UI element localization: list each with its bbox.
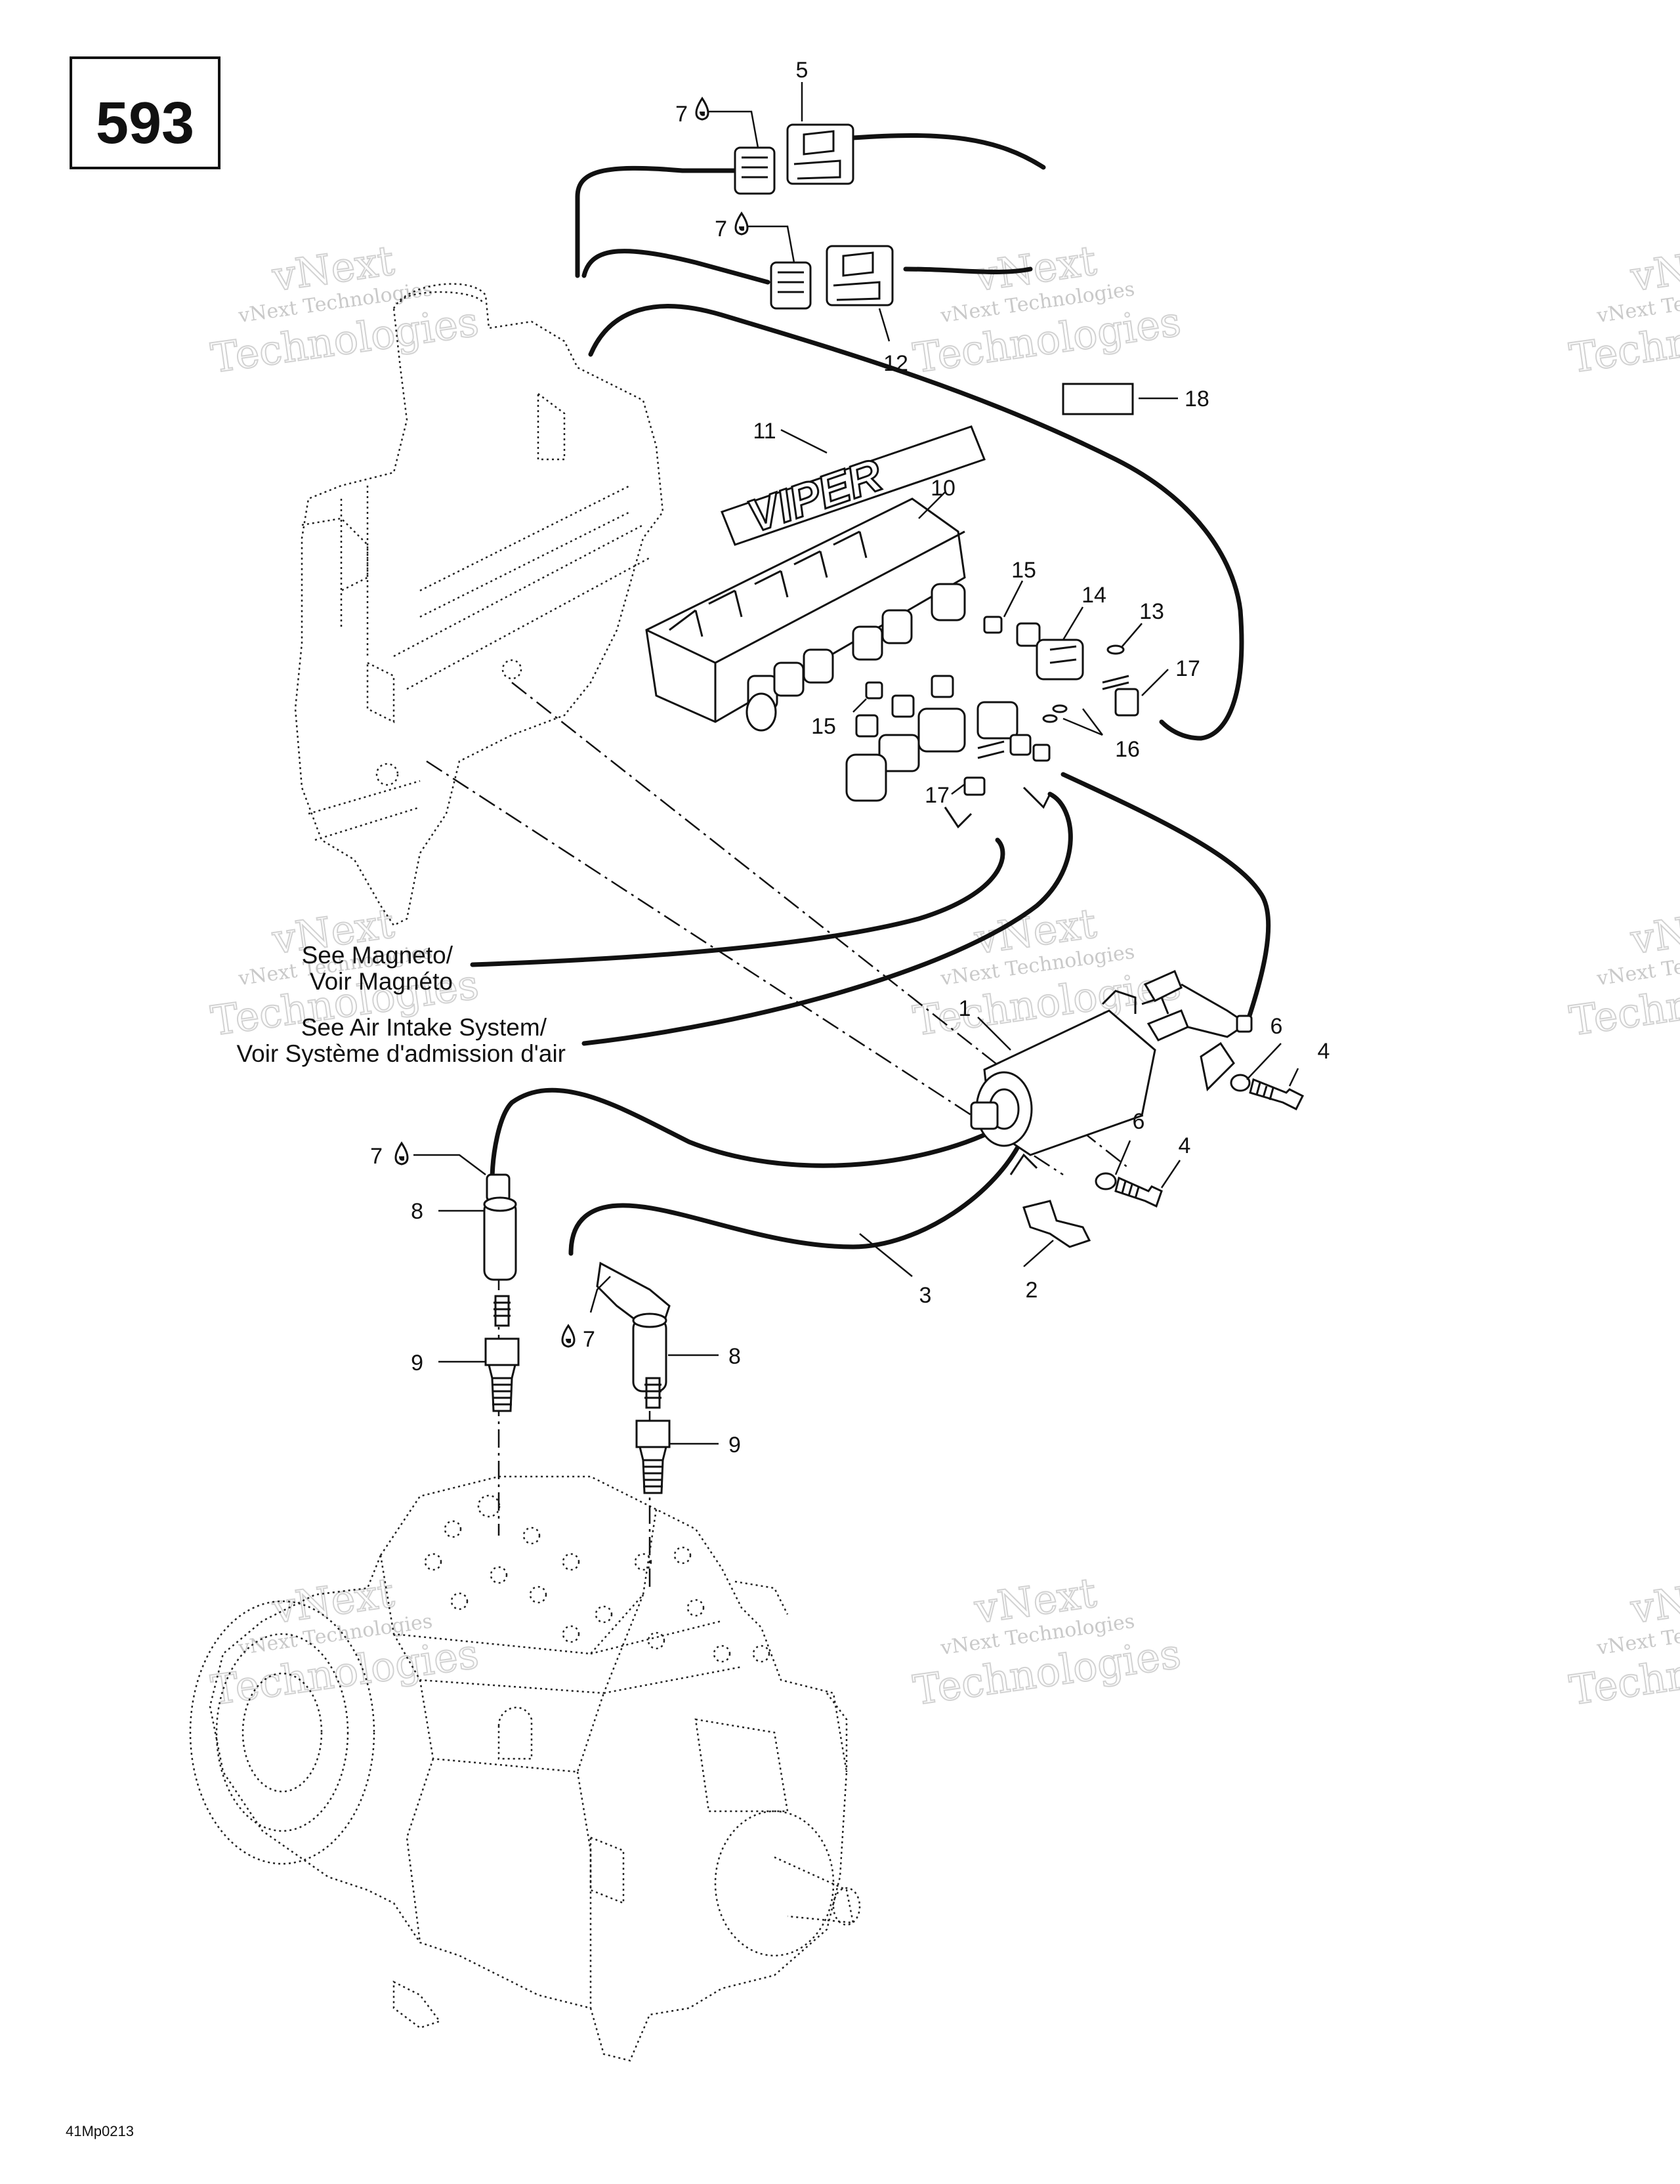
callout-15: 15: [811, 714, 836, 739]
callout-4: 4: [1318, 1039, 1330, 1064]
drop-icon: [734, 211, 749, 236]
callout-7: 7: [675, 102, 688, 127]
callout-6: 6: [1133, 1109, 1145, 1134]
callout-6: 6: [1270, 1014, 1283, 1039]
connector-kit[interactable]: [845, 616, 1139, 829]
callout-2: 2: [1026, 1278, 1038, 1303]
watermark-big: vNext: [1628, 236, 1680, 301]
callout-9: 9: [411, 1351, 423, 1376]
leader-lines: [413, 82, 1299, 1445]
drop-icon: [695, 96, 709, 121]
watermark-big: vNext: [1628, 1568, 1680, 1633]
callout-10: 10: [931, 476, 956, 501]
drop-icon: [394, 1141, 409, 1166]
callout-1: 1: [959, 996, 971, 1021]
spark-plug-left[interactable]: [484, 1295, 520, 1412]
spark-plug-cap-right[interactable]: [596, 1261, 671, 1393]
screw-4a[interactable]: [1249, 1078, 1305, 1111]
watermark-big: vNext: [1628, 899, 1680, 963]
connector-12[interactable]: [770, 245, 894, 310]
callout-9: 9: [728, 1433, 741, 1458]
connector-5[interactable]: [734, 123, 854, 195]
page-number-box: 593: [70, 56, 220, 169]
callout-11: 11: [753, 419, 776, 444]
callout-8: 8: [728, 1344, 741, 1369]
callout-7: 7: [583, 1327, 595, 1352]
page-number: 593: [96, 91, 194, 156]
spark-plug-cap-left[interactable]: [483, 1173, 517, 1281]
drawing-code: 41Mp0213: [66, 2123, 134, 2139]
oil-tank: [294, 283, 664, 927]
drop-icon: [561, 1324, 576, 1348]
see-magneto-line2[interactable]: Voir Magnéto: [310, 968, 453, 995]
callout-7: 7: [715, 217, 727, 242]
callout-4: 4: [1179, 1133, 1191, 1158]
cross-references: See Magneto/ Voir Magnéto See Air Intake…: [236, 942, 566, 1067]
callout-13: 13: [1139, 599, 1164, 624]
callout-5: 5: [796, 58, 808, 83]
callout-16: 16: [1115, 737, 1140, 762]
coil-terminals[interactable]: [1143, 969, 1253, 1092]
see-magneto-line1[interactable]: See Magneto/: [302, 942, 453, 969]
washer-6a[interactable]: [1230, 1074, 1251, 1092]
screw-4b[interactable]: [1114, 1176, 1163, 1208]
callout-15: 15: [1011, 558, 1036, 583]
see-air-intake-line1[interactable]: See Air Intake System/: [301, 1014, 547, 1041]
callout-8: 8: [411, 1199, 423, 1224]
see-air-intake-line2[interactable]: Voir Système d'admission d'air: [236, 1040, 566, 1067]
callout-7: 7: [370, 1144, 383, 1169]
callout-17: 17: [925, 783, 950, 808]
wiring-harness: [470, 133, 1271, 1256]
callout-14: 14: [1082, 583, 1106, 608]
part-18-plate[interactable]: [1062, 383, 1134, 415]
callout-17: 17: [1175, 656, 1200, 681]
ecu-module[interactable]: [645, 497, 966, 732]
ignition-coil[interactable]: [970, 990, 1169, 1156]
callout-12: 12: [883, 351, 908, 376]
callout-18: 18: [1185, 387, 1209, 411]
spark-plug-right[interactable]: [635, 1377, 671, 1494]
washer-6b[interactable]: [1095, 1172, 1117, 1190]
callout-labels: 5 7 7 12 18 11 10 15 14 13 17 15 16 17 1…: [370, 58, 1330, 1458]
ground-connector[interactable]: [1009, 1153, 1091, 1248]
engine-block: [189, 1475, 861, 2062]
callout-3: 3: [919, 1283, 932, 1308]
